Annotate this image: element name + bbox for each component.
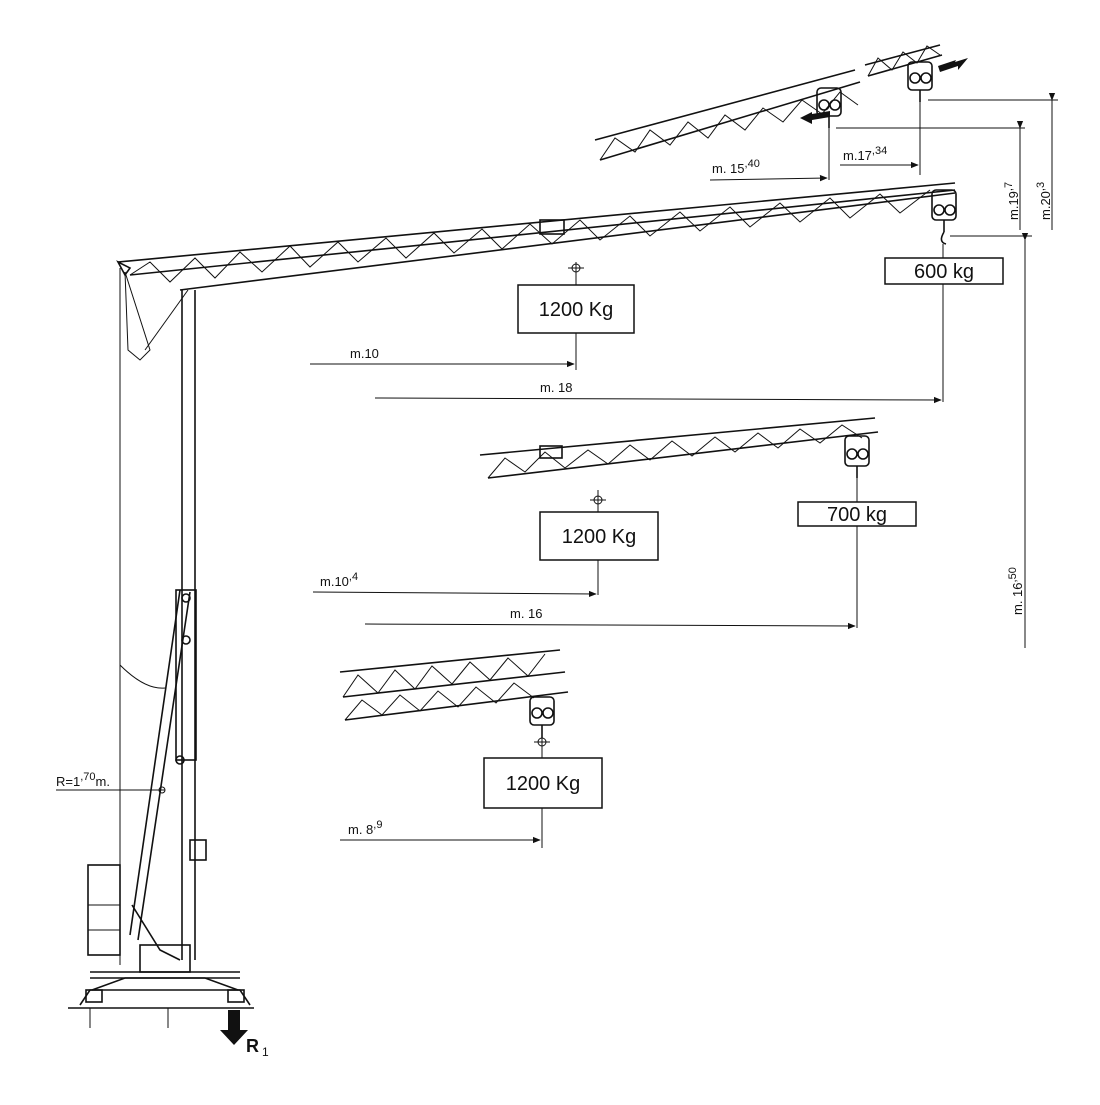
load-label: 1200 Kg bbox=[539, 299, 614, 321]
lower-jib bbox=[339, 649, 569, 738]
dimension-label: m.20,3 bbox=[1035, 182, 1053, 220]
crane-mast bbox=[119, 268, 207, 965]
dimension-label: m. 16 bbox=[510, 606, 543, 621]
load-box-1200-middle bbox=[539, 511, 659, 561]
load-box-1200-upper bbox=[517, 284, 635, 334]
radius-label: R=1,70m. bbox=[56, 771, 110, 789]
load-label: 600 kg bbox=[914, 261, 974, 283]
reaction-arrow-icon bbox=[220, 1010, 248, 1045]
main-jib-loads: 1200 Kg 600 kg m.10 m. 18 bbox=[310, 244, 1004, 404]
lower-jib-loads: 1200 Kg m. 8,9 bbox=[340, 737, 603, 848]
dimension-label: m. 16,50 bbox=[1007, 567, 1025, 615]
left-arrow-icon bbox=[800, 111, 830, 124]
dimension-label: m.10,4 bbox=[320, 571, 358, 589]
dimension-label: m.17,34 bbox=[843, 145, 887, 163]
middle-jib-loads: 1200 Kg 700 kg m.10,4 m. 16 bbox=[312, 478, 917, 630]
dimension-label: m.10 bbox=[350, 346, 379, 361]
load-box-600 bbox=[884, 257, 1004, 285]
inclined-jib: m. 15,40 m.17,34 m.20,3 m.19,7 m. 16,50 bbox=[594, 44, 1058, 648]
load-label: 1200 Kg bbox=[506, 773, 581, 795]
load-box-1200-lower bbox=[483, 757, 603, 809]
load-label: 1200 Kg bbox=[562, 526, 637, 548]
load-label: 700 kg bbox=[827, 504, 887, 526]
dimension-label: m.19,7 bbox=[1003, 182, 1021, 220]
dimension-label: m. 18 bbox=[540, 380, 573, 395]
middle-jib bbox=[479, 417, 879, 479]
dimension-label: m. 15,40 bbox=[712, 158, 760, 176]
load-box-700 bbox=[797, 501, 917, 527]
main-jib bbox=[116, 182, 957, 361]
right-arrow-icon bbox=[938, 58, 968, 72]
counterweight-block bbox=[87, 864, 121, 956]
crane-base bbox=[68, 864, 254, 1028]
dimension-label: m. 8,9 bbox=[348, 819, 382, 837]
